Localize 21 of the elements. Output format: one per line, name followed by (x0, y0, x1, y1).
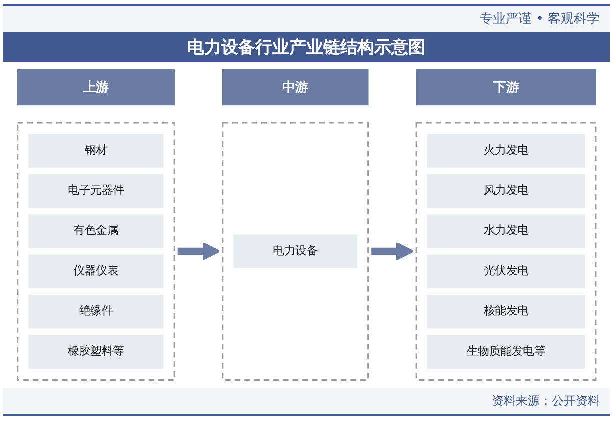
category-box: 核能发电 (427, 294, 585, 329)
category-box: 生物质能发电等 (427, 335, 585, 369)
category-box: 钢材 (28, 134, 164, 168)
category-box: 火力发电 (427, 134, 585, 168)
arrow (371, 242, 414, 261)
category-box: 光伏发电 (427, 254, 585, 289)
tagline-text: 专业严谨 • 客观科学 (480, 11, 600, 28)
category-box: 电子元器件 (28, 174, 164, 208)
category-box: 有色金属 (28, 214, 164, 248)
category-box: 风力发电 (427, 174, 585, 208)
arrow (177, 242, 220, 261)
category-box: 绝缘件 (28, 294, 164, 329)
diagram-title: 电力设备行业产业链结构示意图 (3, 32, 610, 62)
category-box: 橡胶塑料等 (28, 335, 164, 369)
stage-header-band: 中游 (222, 69, 368, 106)
source-note: 资料来源：公开资料 (492, 392, 600, 410)
category-box: 电力设备 (233, 234, 358, 268)
stage-header-band: 下游 (416, 69, 596, 106)
category-box: 水力发电 (427, 214, 585, 248)
category-box: 仪器仪表 (28, 254, 164, 289)
stage-header-band: 上游 (17, 69, 175, 106)
